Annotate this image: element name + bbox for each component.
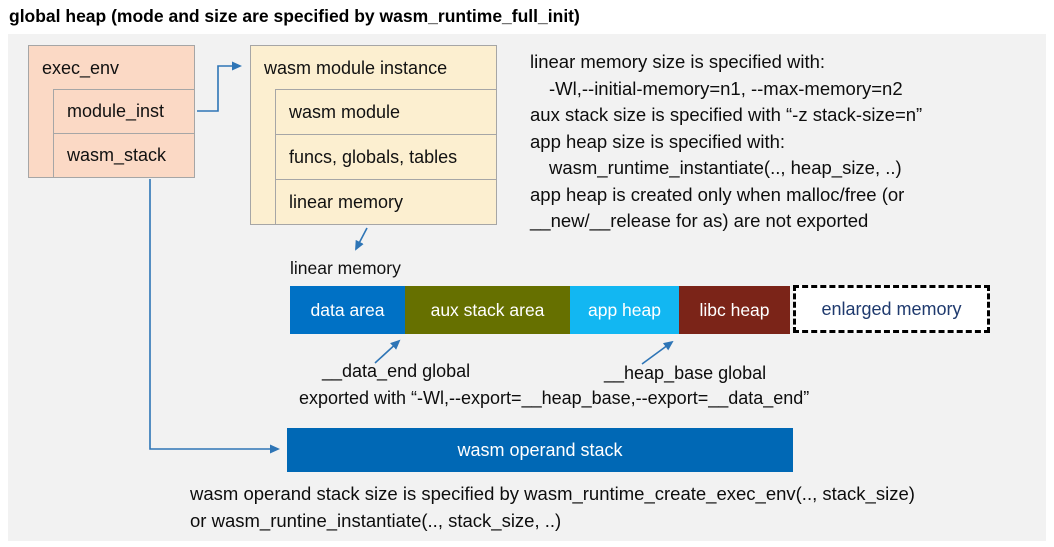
module-instance-header: wasm module instance xyxy=(264,58,448,78)
module-inst-label: module_inst xyxy=(67,101,165,121)
page-title: global heap (mode and size are specified… xyxy=(9,6,580,26)
app-heap-label: app heap xyxy=(588,299,661,320)
note-line: app heap size is specified with: xyxy=(530,130,786,152)
bottom-note: wasm operand stack size is specified by … xyxy=(190,480,915,534)
operand-stack-bar: wasm operand stack xyxy=(287,428,793,472)
annotation-exported: exported with “-Wl,--export=__heap_base,… xyxy=(299,388,810,408)
note-line: linear memory size is specified with: xyxy=(530,51,826,72)
annotation-heap-base: __heap_base global xyxy=(604,363,767,383)
bottom-note-line: wasm operand stack size is specified by … xyxy=(190,483,915,504)
segment-libc-heap: libc heap xyxy=(679,286,790,334)
segment-app-heap: app heap xyxy=(570,286,679,334)
annotation-data-end: __data_end global xyxy=(322,361,471,381)
note-line: __new/__release for as) are not exported xyxy=(530,210,869,231)
exec-env-row-module-inst: module_inst xyxy=(53,89,195,134)
wasm-stack-label: wasm_stack xyxy=(67,145,167,165)
bottom-note-line: or wasm_runtine_instantiate(.., stack_si… xyxy=(190,510,562,531)
module-instance-row-funcs-globals-tables: funcs, globals, tables xyxy=(275,134,497,180)
module-instance-row-wasm-module: wasm module xyxy=(275,89,497,135)
exec-env-row-wasm-stack: wasm_stack xyxy=(53,133,195,178)
linear-memory-row-label: linear memory xyxy=(289,191,404,212)
operand-stack-label: wasm operand stack xyxy=(457,439,623,460)
enlarged-memory-box: enlarged memory xyxy=(793,285,990,333)
segment-data-area: data area xyxy=(290,286,405,334)
module-instance-row-linear-memory: linear memory xyxy=(275,179,497,225)
note-line: wasm_runtime_instantiate(.., heap_size, … xyxy=(549,157,902,178)
wasm-module-label: wasm module xyxy=(289,101,401,122)
note-line: -Wl,--initial-memory=n1, --max-memory=n2 xyxy=(549,77,903,99)
note-line: app heap is created only when malloc/fre… xyxy=(530,183,905,205)
linear-memory-notes: linear memory size is specified with: -W… xyxy=(530,49,922,235)
note-line: aux stack size is specified with “-z sta… xyxy=(530,104,923,125)
aux-stack-area-label: aux stack area xyxy=(430,299,545,320)
segment-aux-stack-area: aux stack area xyxy=(405,286,570,334)
funcs-globals-tables-label: funcs, globals, tables xyxy=(289,146,458,167)
linear-memory-label: linear memory xyxy=(290,258,401,278)
exec-env-header: exec_env xyxy=(42,58,120,78)
libc-heap-label: libc heap xyxy=(699,299,770,320)
data-area-label: data area xyxy=(310,299,385,320)
enlarged-memory-label: enlarged memory xyxy=(821,298,962,319)
